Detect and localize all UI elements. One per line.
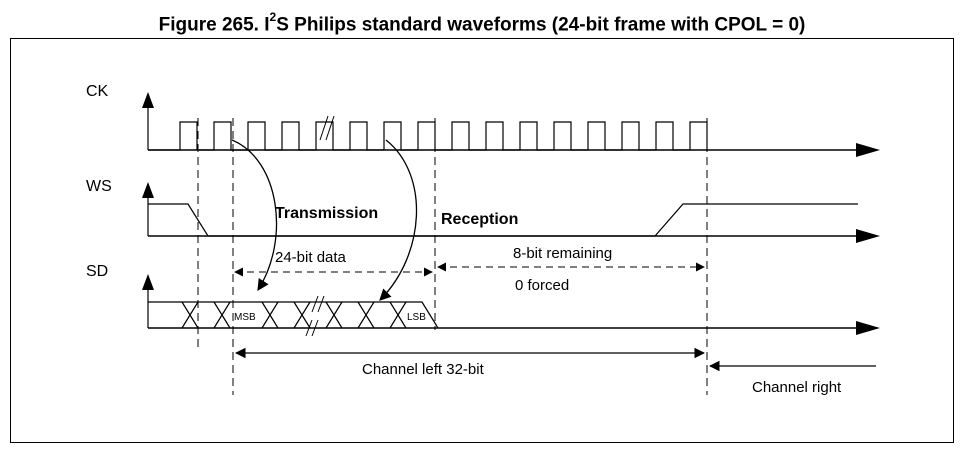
forced-0-label: 0 forced <box>515 277 569 294</box>
ck-signal <box>142 92 880 157</box>
sd-signal <box>142 274 880 337</box>
msb-label: MSB <box>234 312 256 323</box>
dashed-guides <box>197 118 708 395</box>
ws-signal <box>142 182 880 243</box>
channel-right-label: Channel right <box>752 379 842 396</box>
ws-up-arrow <box>142 182 154 198</box>
sd-label: SD <box>86 263 108 280</box>
ws-label: WS <box>86 178 112 195</box>
diagram-frame <box>10 38 954 443</box>
remaining-8bit-label: 8-bit remaining <box>513 245 612 262</box>
reception-label: Reception <box>441 211 518 228</box>
sd-up-arrow <box>142 274 154 290</box>
channel-left-label: Channel left 32-bit <box>362 361 485 378</box>
title-superscript: 2 <box>269 10 277 24</box>
sd-time-arrow <box>856 321 880 335</box>
title-suffix: S Philips standard waveforms (24-bit fra… <box>276 14 806 36</box>
figure-title: Figure 265. I2S Philips standard wavefor… <box>0 8 964 36</box>
ck-time-arrow <box>856 143 880 157</box>
data-24bit-label: 24-bit data <box>275 249 347 266</box>
transmission-label: Transmission <box>275 205 378 222</box>
ck-label: CK <box>86 83 109 100</box>
transmission-curve-arrow <box>231 139 278 291</box>
ck-up-arrow <box>142 92 154 108</box>
reception-curve-arrow <box>379 139 418 301</box>
lsb-label: LSB <box>407 312 426 323</box>
title-prefix: Figure 265. I <box>158 14 270 36</box>
ws-time-arrow <box>856 229 880 243</box>
